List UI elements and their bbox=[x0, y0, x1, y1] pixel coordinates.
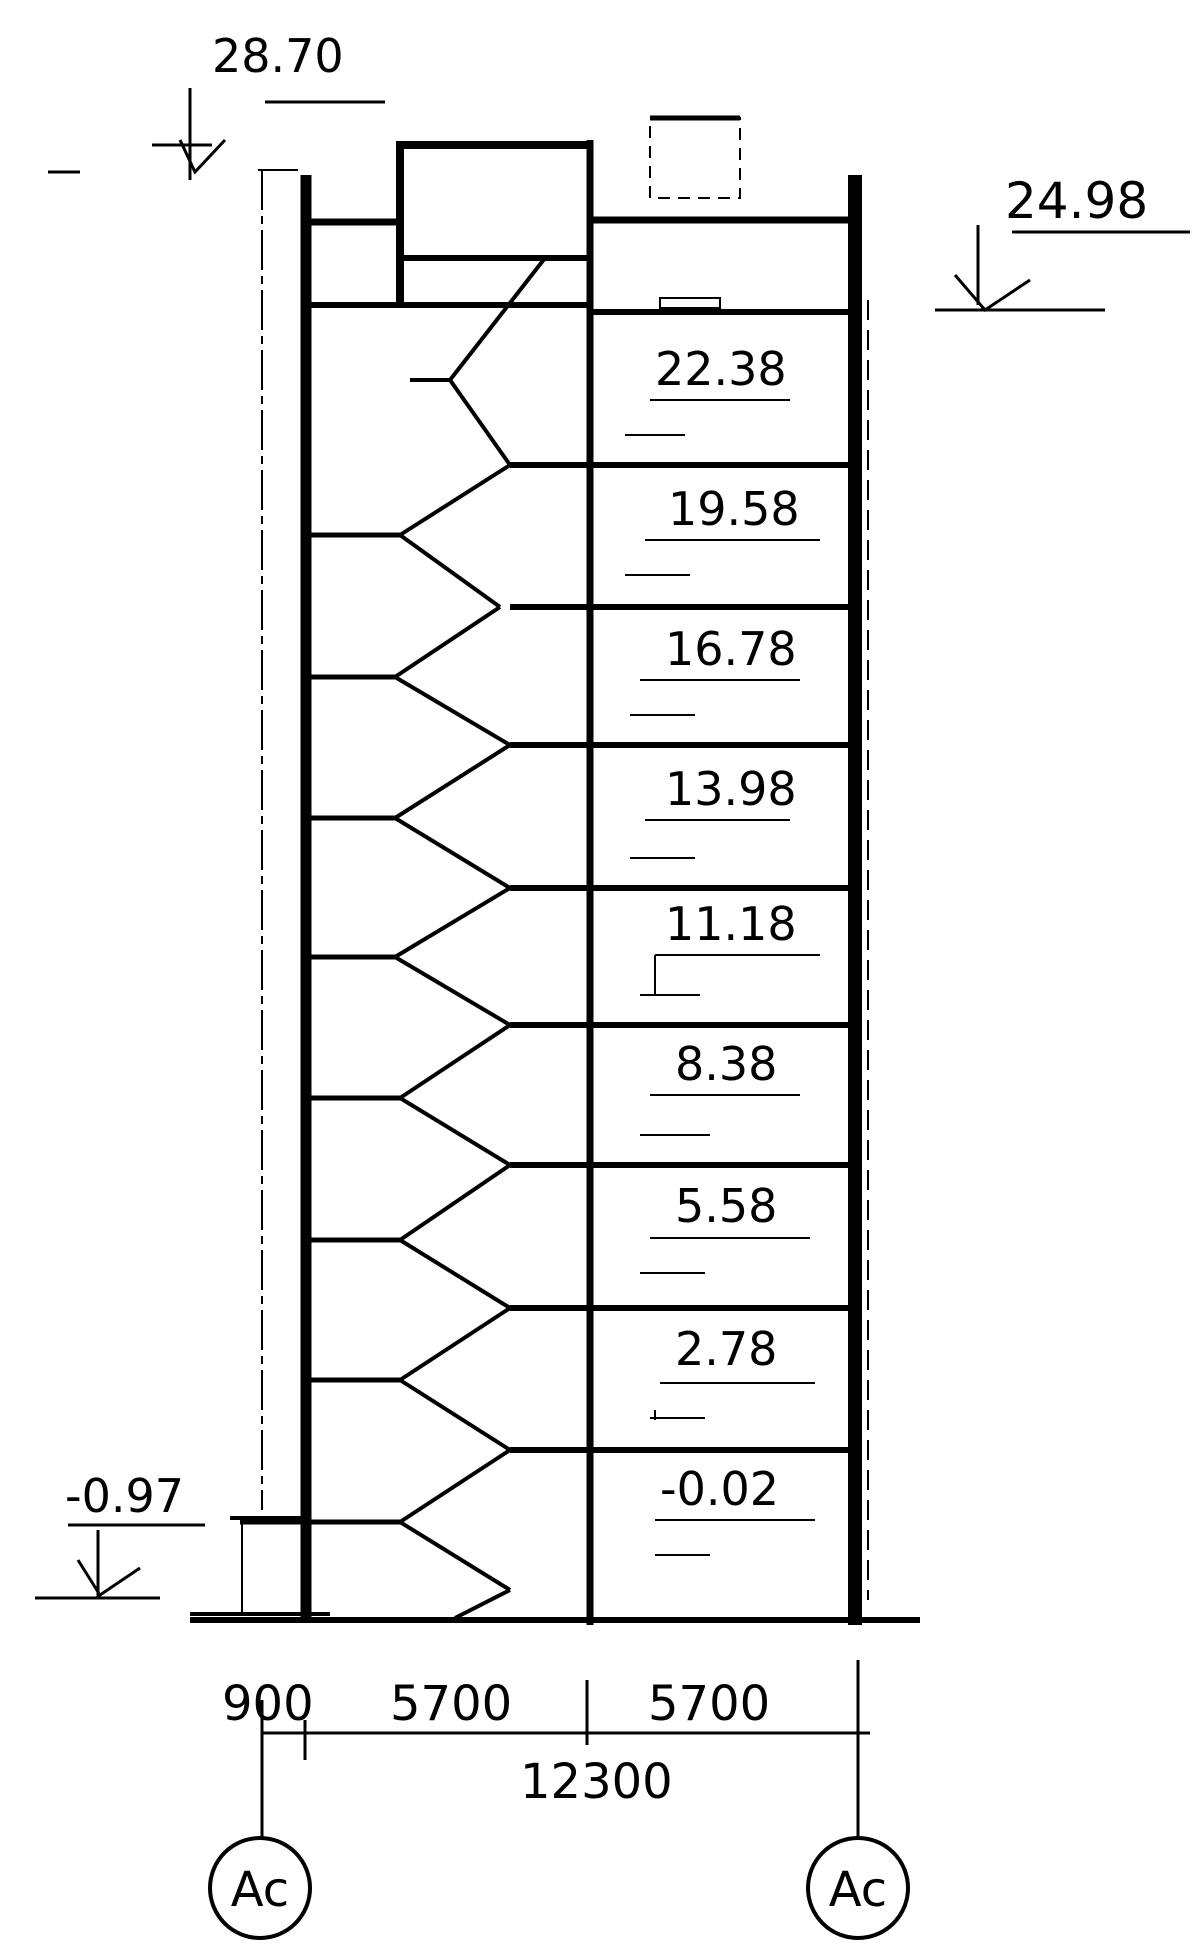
entrance-elevation-marker bbox=[35, 1523, 205, 1600]
floor-elevation-labels: 22.38 19.58 16.78 13.98 11.18 8.38 5.58 … bbox=[655, 342, 800, 1516]
left-facade-thin-line bbox=[258, 169, 300, 1510]
elevation-floor-4: 8.38 bbox=[675, 1037, 777, 1091]
axis-label-left: Ac bbox=[231, 1862, 289, 1918]
dimension-900: 900 bbox=[222, 1676, 314, 1732]
elevation-floor-3: 5.58 bbox=[675, 1179, 777, 1233]
elevation-floor-2: 2.78 bbox=[675, 1322, 777, 1376]
axis-label-right: Ac bbox=[829, 1862, 887, 1918]
elevation-entrance: -0.97 bbox=[65, 1469, 184, 1523]
elevation-floor-5: 11.18 bbox=[665, 897, 797, 951]
left-bay-slabs bbox=[240, 532, 400, 1525]
level-marker-lines bbox=[625, 399, 820, 1556]
parapet-elevation-marker bbox=[935, 225, 1190, 312]
left-exterior-wall bbox=[300, 175, 312, 1620]
roof-top-elevation-marker bbox=[48, 88, 385, 180]
entrance-canopy bbox=[230, 1516, 310, 1616]
roof-structures bbox=[310, 115, 855, 309]
dimension-5700-right: 5700 bbox=[648, 1676, 770, 1732]
floor-slabs bbox=[510, 309, 855, 1453]
elevation-floor-1: -0.02 bbox=[660, 1462, 779, 1516]
dimension-5700-left: 5700 bbox=[390, 1676, 512, 1732]
elevation-parapet: 24.98 bbox=[1005, 172, 1148, 230]
axis-bubble-right: Ac bbox=[806, 1836, 910, 1940]
dimension-labels: 900 5700 5700 12300 bbox=[222, 1676, 770, 1810]
elevation-floor-8: 19.58 bbox=[668, 482, 800, 536]
elevation-floor-9: 22.38 bbox=[655, 342, 787, 396]
elevation-roof-top: 28.70 bbox=[212, 29, 344, 83]
dimension-lines bbox=[260, 1660, 870, 1840]
dimension-total: 12300 bbox=[520, 1754, 673, 1810]
staircase-flights bbox=[393, 256, 547, 1620]
right-exterior-wall bbox=[848, 175, 869, 1625]
axis-bubble-left: Ac bbox=[208, 1836, 312, 1940]
elevation-floor-6: 13.98 bbox=[665, 762, 797, 816]
elevation-floor-7: 16.78 bbox=[665, 622, 797, 676]
